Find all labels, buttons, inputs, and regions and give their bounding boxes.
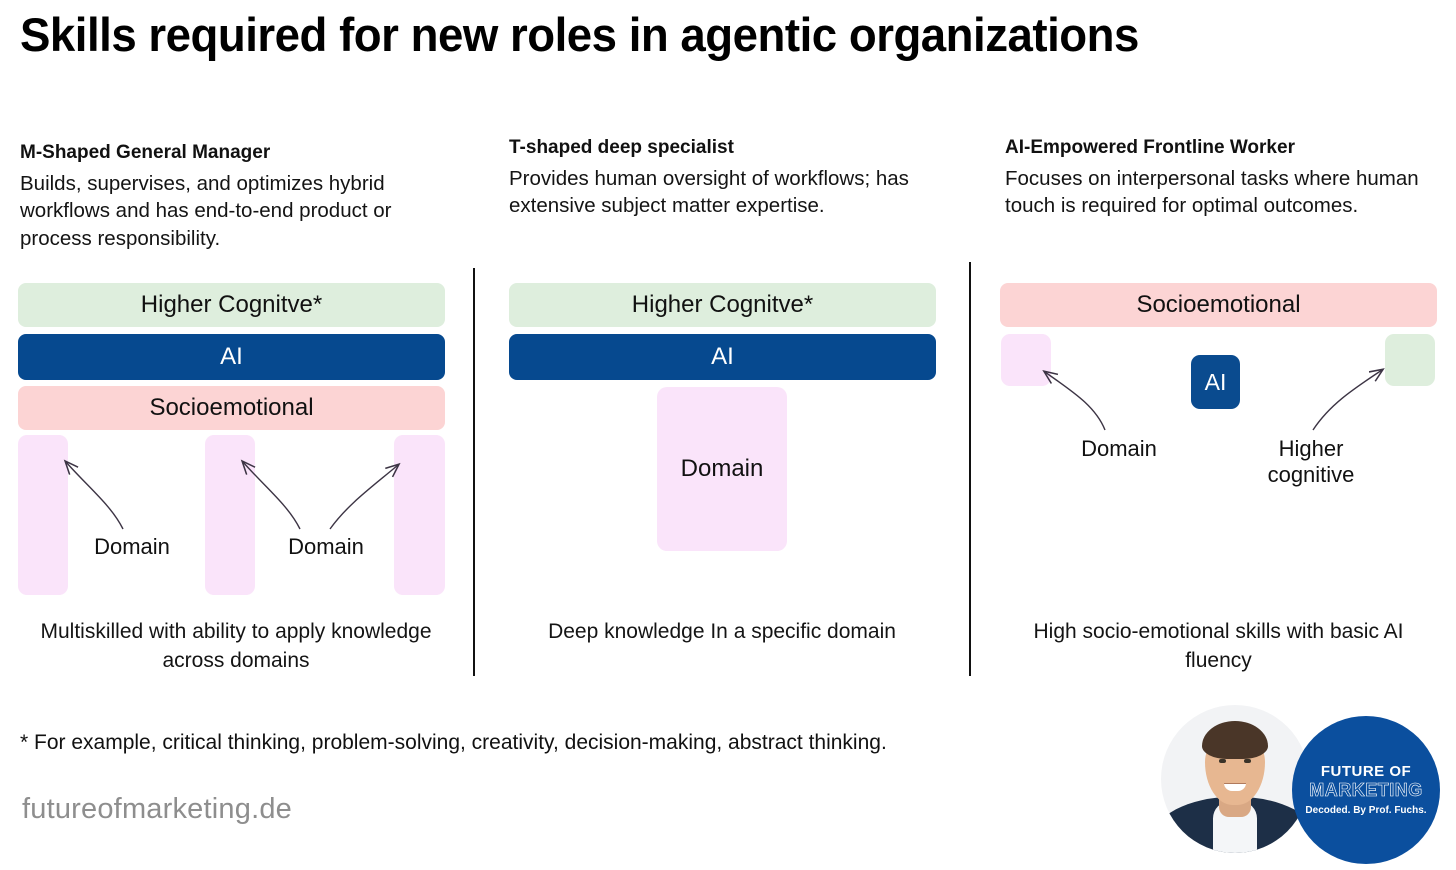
column-3-footer: High socio-emotional skills with basic A… [1033, 620, 1404, 673]
column-2-bar-higher-cognitive-label: Higher Cognitve* [631, 291, 814, 318]
page-title: Skills required for new roles in agentic… [20, 8, 1139, 61]
column-3-chip-higher-cognitive [1385, 334, 1435, 386]
avatar-mouth [1224, 783, 1246, 791]
column-3-bar-socioemotional: Socioemotional [1000, 283, 1437, 327]
column-3-heading: AI-Empowered Frontline Worker [1005, 137, 1295, 158]
column-1-footer: Multiskilled with ability to apply knowl… [40, 620, 432, 673]
column-1-annotation-domain-1: Domain [94, 534, 170, 559]
footnote: * For example, critical thinking, proble… [20, 731, 887, 754]
column-1-heading: M-Shaped General Manager [20, 142, 271, 163]
divider-2 [969, 262, 971, 676]
column-2-description: Provides human oversight of workflows; h… [509, 167, 909, 218]
column-1-leg-1 [18, 435, 68, 595]
avatar-eye-left [1219, 759, 1226, 763]
column-3-bar-socioemotional-label: Socioemotional [1136, 291, 1301, 318]
column-2-bar-ai: AI [509, 334, 936, 380]
brand-badge-line-1: FUTURE OF [1320, 762, 1412, 780]
column-3-annotation-higher-cognitive: Higher cognitive [1267, 436, 1355, 487]
avatar-eye-right [1244, 759, 1251, 763]
author-avatar [1161, 705, 1309, 853]
column-1-bar-ai: AI [18, 334, 445, 380]
brand-badge: FUTURE OF MARKETING Decoded. By Prof. Fu… [1292, 716, 1440, 864]
column-3-chip-ai: AI [1191, 355, 1240, 409]
column-1-bar-socioemotional: Socioemotional [18, 386, 445, 430]
brand-badge-tagline: Decoded. By Prof. Fuchs. [1305, 805, 1427, 817]
column-1-bar-socioemotional-label: Socioemotional [149, 394, 314, 421]
column-2-stem-domain: Domain [657, 387, 787, 551]
column-2-stem-domain-label: Domain [680, 455, 764, 482]
column-1-leg-2 [205, 435, 255, 595]
column-3-description: Focuses on interpersonal tasks where hum… [1005, 167, 1419, 218]
column-3-chip-domain [1001, 334, 1051, 386]
column-3-chip-ai-label: AI [1204, 368, 1227, 395]
column-2-bar-higher-cognitive: Higher Cognitve* [509, 283, 936, 327]
divider-1 [473, 268, 475, 676]
column-2-heading: T-shaped deep specialist [509, 137, 734, 158]
website-url: futureofmarketing.de [22, 793, 292, 825]
column-1-description: Builds, supervises, and optimizes hybrid… [20, 172, 392, 250]
column-1-bar-higher-cognitive: Higher Cognitve* [18, 283, 445, 327]
avatar-hair [1202, 721, 1268, 759]
column-3-annotation-domain: Domain [1081, 436, 1157, 461]
column-1-annotation-domain-2: Domain [288, 534, 364, 559]
brand-badge-line-2: MARKETING [1309, 779, 1423, 800]
column-2-footer: Deep knowledge In a specific domain [548, 620, 896, 643]
column-1-leg-3 [394, 435, 445, 595]
column-1-bar-ai-label: AI [220, 343, 243, 370]
column-1-bar-higher-cognitive-label: Higher Cognitve* [140, 291, 323, 318]
column-2-bar-ai-label: AI [711, 343, 734, 370]
